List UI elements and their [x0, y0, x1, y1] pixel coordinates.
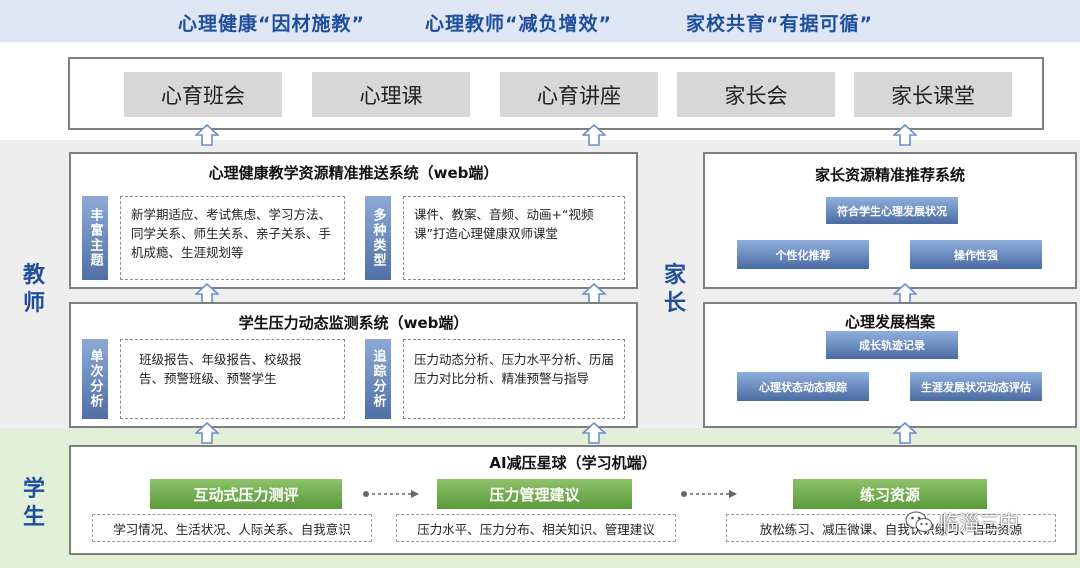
channel-parent-meeting: 家长会	[677, 72, 835, 117]
monitor-system-title: 学生压力动态监测系统（web端）	[238, 314, 469, 332]
label-parent: 家长	[663, 263, 686, 316]
resource-system-title: 心理健康教学资源精准推送系统（web端）	[208, 164, 499, 182]
tag-single-analysis: 单次分析	[82, 339, 108, 419]
student-platform-title: AI减压星球（学习机端）	[489, 454, 657, 472]
archive-title: 心理发展档案	[844, 313, 935, 331]
recommend-system-title: 家长资源精准推荐系统	[814, 166, 965, 184]
slogan-3: 家校共育“有据可循”	[686, 13, 873, 35]
item-growth-track: 成长轨迹记录	[826, 331, 958, 359]
module-assessment-detail: 学习情况、生活状况、人际关系、自我意识	[92, 514, 372, 542]
tag-multi-types: 多种类型	[365, 196, 391, 280]
up-arrow-icon	[893, 124, 917, 146]
archive-panel	[703, 302, 1077, 428]
module-assessment: 互动式压力测评	[150, 479, 342, 509]
up-arrow-icon	[195, 124, 219, 146]
single-analysis-box: 班级报告、年级报告、校级报告、预警班级、预警学生	[120, 339, 345, 419]
themes-box: 新学期适应、考试焦虑、学习方法、同学关系、师生关系、亲子关系、手机成瘾、生涯规划…	[120, 196, 345, 280]
module-management-detail: 压力水平、压力分布、相关知识、管理建议	[396, 514, 676, 542]
channel-parent-class: 家长课堂	[854, 72, 1012, 117]
item-operable: 操作性强	[910, 240, 1042, 269]
up-arrow-icon	[195, 422, 219, 444]
tag-rich-themes: 丰富主题	[82, 196, 108, 280]
label-teacher: 教师	[22, 263, 45, 316]
module-management: 压力管理建议	[437, 479, 632, 509]
up-arrow-icon	[582, 124, 606, 146]
channel-lecture: 心育讲座	[500, 72, 658, 117]
slogan-band	[0, 0, 1080, 42]
item-fits-development: 符合学生心理发展状况	[826, 197, 958, 224]
slogan-2: 心理教师“减负增效”	[425, 13, 612, 35]
channel-psych-class: 心理课	[312, 72, 470, 117]
item-career-evaluation: 生涯发展状况动态评估	[910, 372, 1042, 401]
up-arrow-icon	[893, 422, 917, 444]
types-box: 课件、教案、音频、动画+“视频课”打造心理健康双师课堂	[403, 196, 625, 280]
dotted-arrow-icon	[681, 490, 737, 498]
watermark: 临淄三中	[905, 507, 1019, 536]
up-arrow-icon	[582, 422, 606, 444]
label-student: 学生	[22, 477, 45, 530]
wechat-icon	[905, 511, 933, 532]
module-resources: 练习资源	[793, 479, 987, 509]
watermark-text: 临淄三中	[939, 511, 1019, 535]
item-personalized: 个性化推荐	[737, 240, 869, 269]
slogan-1: 心理健康“因材施教”	[178, 13, 365, 35]
dotted-arrow-icon	[363, 490, 419, 498]
tracking-analysis-box: 压力动态分析、压力水平分析、历届压力对比分析、精准预警与指导	[403, 339, 625, 419]
tag-tracking-analysis: 追踪分析	[365, 339, 391, 419]
item-state-tracking: 心理状态动态跟踪	[737, 372, 869, 401]
channel-class-meeting: 心育班会	[124, 72, 282, 117]
module-resources-detail: 放松练习、减压微课、自我认识练习、自助资源	[726, 514, 1056, 542]
